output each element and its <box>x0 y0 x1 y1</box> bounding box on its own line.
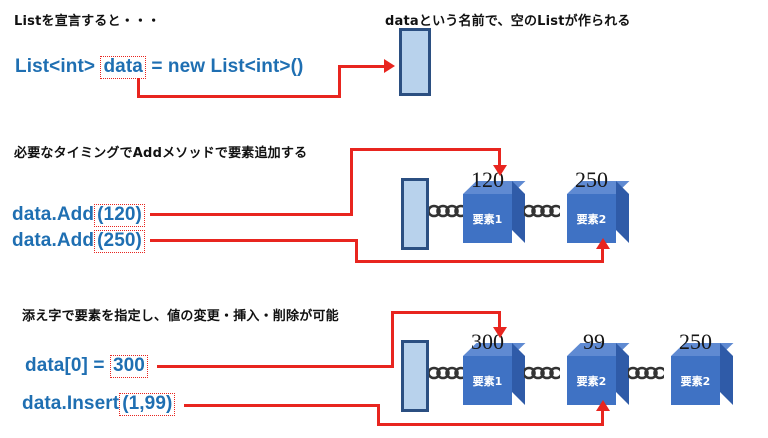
cube-front-face <box>567 356 616 405</box>
connector-assign-h1 <box>157 365 394 368</box>
cube-value-modify-3: 250 <box>679 329 712 354</box>
code-highlight-300: 300 <box>109 355 148 378</box>
connector-declare-seg-v2 <box>338 65 341 98</box>
connector-add120-v2 <box>498 148 501 168</box>
code-prefix: data.Add <box>12 204 95 225</box>
code-prefix: data.Add <box>12 230 95 251</box>
connector-add250-v1 <box>355 239 358 263</box>
cube-side-face <box>616 181 629 243</box>
connector-declare-seg-h2 <box>338 65 386 68</box>
connector-insert-v2 <box>601 410 604 424</box>
code-highlight-data: data <box>100 56 146 79</box>
red-arrow-icon-add120 <box>493 165 507 176</box>
code-line-add-250: data.Add(250) <box>12 230 145 253</box>
red-arrow-icon-declare <box>384 59 395 73</box>
note-modify-left: 添え字で要素を指定し、値の変更・挿入・削除が可能 <box>22 309 339 324</box>
chain-link-icon-modify-1 <box>429 366 465 380</box>
code-prefix: data.Insert <box>22 393 120 414</box>
note-declare-right: dataという名前で、空のListが作られる <box>385 14 631 29</box>
list-head-rectangle-add <box>401 178 429 250</box>
connector-assign-v1 <box>391 311 394 368</box>
code-line-add-120: data.Add(120) <box>12 204 145 227</box>
connector-declare-seg-v1 <box>137 78 140 98</box>
connector-add250-h2 <box>355 260 604 263</box>
chain-link-icon-add-1 <box>429 204 465 218</box>
cube-front-face <box>463 356 512 405</box>
connector-insert-v1 <box>377 404 380 425</box>
connector-insert-h1 <box>184 404 380 407</box>
cube-value-add-2: 250 <box>575 167 608 192</box>
red-arrow-icon-assign <box>493 327 507 338</box>
cube-value-modify-2: 99 <box>583 329 605 354</box>
connector-insert-h2 <box>377 423 604 426</box>
connector-add250-v2 <box>601 248 604 263</box>
cube-front-face <box>567 194 616 243</box>
code-highlight-250: (250) <box>94 230 145 253</box>
connector-add250-h1 <box>150 239 358 242</box>
cube-front-face <box>671 356 720 405</box>
note-declare-left: Listを宣言すると・・・ <box>14 14 161 29</box>
note-add-left: 必要なタイミングでAddメソッドで要素追加する <box>14 146 308 161</box>
connector-assign-h2 <box>391 311 501 314</box>
code-line-index-assign: data[0] = 300 <box>25 355 148 378</box>
code-line-insert: data.Insert(1,99) <box>22 393 176 416</box>
code-highlight-120: (120) <box>94 204 145 227</box>
list-head-rectangle-modify <box>401 340 429 412</box>
connector-add120-h2 <box>350 148 501 151</box>
list-head-rectangle-declare <box>399 28 431 96</box>
connector-assign-v2 <box>498 311 501 330</box>
code-suffix: = new List<int>() <box>145 56 304 77</box>
code-line-declare: List<int> data = new List<int>() <box>15 56 303 79</box>
chain-link-icon-add-2 <box>524 204 560 218</box>
red-arrow-icon-insert <box>596 400 610 411</box>
connector-add120-v1 <box>350 148 353 216</box>
code-prefix: data[0] = <box>25 355 110 376</box>
code-prefix: List<int> <box>15 56 101 77</box>
code-highlight-1-99: (1,99) <box>119 393 176 416</box>
chain-link-icon-modify-2 <box>524 366 560 380</box>
red-arrow-icon-add250 <box>596 238 610 249</box>
connector-add120-h1 <box>150 213 353 216</box>
chain-link-icon-modify-3 <box>628 366 664 380</box>
connector-declare-seg-h1 <box>137 95 341 98</box>
cube-side-face <box>720 343 733 405</box>
cube-front-face <box>463 194 512 243</box>
